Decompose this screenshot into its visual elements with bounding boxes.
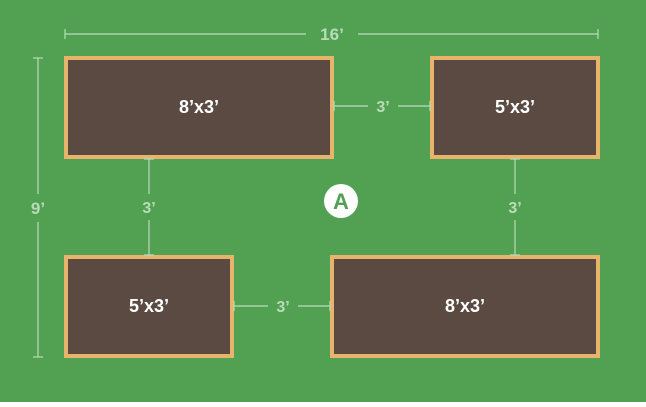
bed-top-left-frame [64, 56, 334, 159]
bed-bottom-right-frame [330, 255, 600, 358]
marker-a-circle [324, 184, 358, 218]
height-dimension [33, 57, 43, 358]
gap-top-label: 3’ [376, 99, 389, 116]
bed-bottom-left-frame [64, 255, 234, 358]
overall-width-label: 16’ [320, 25, 344, 44]
gap-left-label: 3’ [142, 200, 155, 217]
bed-top-right: 5’x3’ [430, 56, 600, 159]
bed-bottom-left: 5’x3’ [64, 255, 234, 358]
bed-top-right-label: 5’x3’ [495, 97, 535, 117]
width-dimension [64, 29, 599, 39]
gap-right-label: 3’ [508, 200, 521, 217]
gap-top-dimension [333, 101, 431, 111]
marker-a-label: A [333, 189, 349, 214]
bed-bottom-right: 8’x3’ [330, 255, 600, 358]
bed-top-right-frame [430, 56, 600, 159]
gap-bottom-dimension [233, 301, 331, 311]
marker-a: A [324, 184, 358, 218]
bed-bottom-right-label: 8’x3’ [445, 296, 485, 316]
bed-top-left: 8’x3’ [64, 56, 334, 159]
gap-right-dimension [510, 158, 520, 256]
gap-left-dimension [144, 158, 154, 256]
overall-height-label: 9’ [31, 199, 45, 218]
gap-bottom-label: 3’ [276, 299, 289, 316]
bed-top-left-label: 8’x3’ [179, 97, 219, 117]
bed-bottom-left-label: 5’x3’ [129, 296, 169, 316]
